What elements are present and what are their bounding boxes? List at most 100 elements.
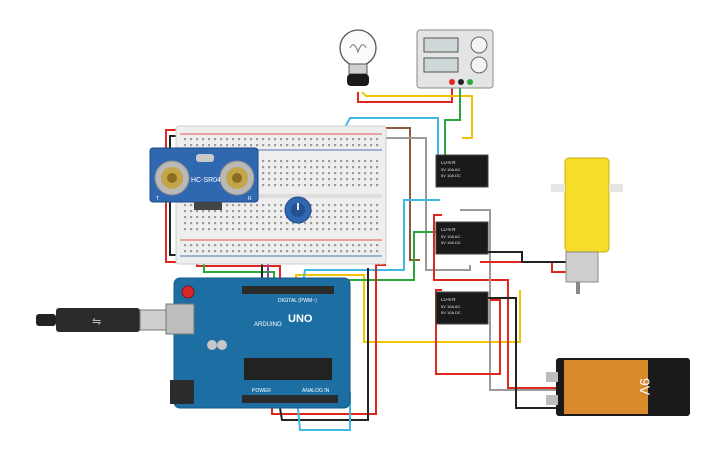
breadboard-hole[interactable]: [286, 250, 289, 253]
breadboard-hole[interactable]: [232, 204, 235, 207]
breadboard-hole[interactable]: [346, 222, 349, 225]
breadboard-hole[interactable]: [190, 222, 193, 225]
breadboard-hole[interactable]: [310, 144, 313, 147]
breadboard-hole[interactable]: [274, 144, 277, 147]
breadboard-hole[interactable]: [358, 138, 361, 141]
breadboard-hole[interactable]: [220, 144, 223, 147]
breadboard-hole[interactable]: [376, 204, 379, 207]
breadboard-hole[interactable]: [376, 172, 379, 175]
breadboard-hole[interactable]: [292, 172, 295, 175]
breadboard-hole[interactable]: [196, 244, 199, 247]
breadboard-hole[interactable]: [196, 228, 199, 231]
breadboard-hole[interactable]: [184, 244, 187, 247]
breadboard-hole[interactable]: [346, 250, 349, 253]
breadboard-hole[interactable]: [370, 178, 373, 181]
breadboard-hole[interactable]: [364, 228, 367, 231]
breadboard-hole[interactable]: [256, 244, 259, 247]
breadboard-hole[interactable]: [370, 172, 373, 175]
breadboard-hole[interactable]: [298, 172, 301, 175]
breadboard-hole[interactable]: [214, 210, 217, 213]
breadboard-hole[interactable]: [334, 138, 337, 141]
breadboard-hole[interactable]: [238, 204, 241, 207]
breadboard-hole[interactable]: [256, 228, 259, 231]
breadboard-hole[interactable]: [190, 228, 193, 231]
breadboard-hole[interactable]: [286, 138, 289, 141]
usb-cable-icon[interactable]: ⇋: [36, 308, 181, 332]
breadboard-hole[interactable]: [292, 166, 295, 169]
breadboard-hole[interactable]: [274, 138, 277, 141]
breadboard-hole[interactable]: [238, 244, 241, 247]
breadboard-hole[interactable]: [208, 144, 211, 147]
breadboard-hole[interactable]: [250, 216, 253, 219]
breadboard-hole[interactable]: [226, 144, 229, 147]
breadboard-hole[interactable]: [262, 250, 265, 253]
breadboard-hole[interactable]: [256, 222, 259, 225]
breadboard-hole[interactable]: [310, 166, 313, 169]
breadboard-hole[interactable]: [346, 160, 349, 163]
breadboard-hole[interactable]: [358, 160, 361, 163]
breadboard-hole[interactable]: [226, 228, 229, 231]
breadboard-hole[interactable]: [184, 228, 187, 231]
power-supply-icon[interactable]: [416, 29, 494, 89]
breadboard-hole[interactable]: [316, 222, 319, 225]
breadboard-hole[interactable]: [262, 178, 265, 181]
breadboard-hole[interactable]: [376, 228, 379, 231]
breadboard-hole[interactable]: [328, 216, 331, 219]
breadboard-hole[interactable]: [280, 178, 283, 181]
breadboard-hole[interactable]: [214, 138, 217, 141]
breadboard-hole[interactable]: [346, 204, 349, 207]
breadboard-hole[interactable]: [346, 172, 349, 175]
breadboard-hole[interactable]: [352, 178, 355, 181]
breadboard-hole[interactable]: [358, 228, 361, 231]
breadboard-hole[interactable]: [232, 210, 235, 213]
breadboard-hole[interactable]: [196, 250, 199, 253]
breadboard-hole[interactable]: [232, 138, 235, 141]
breadboard-hole[interactable]: [370, 210, 373, 213]
breadboard-hole[interactable]: [274, 204, 277, 207]
breadboard-hole[interactable]: [280, 172, 283, 175]
breadboard-hole[interactable]: [250, 144, 253, 147]
breadboard-hole[interactable]: [262, 222, 265, 225]
breadboard-hole[interactable]: [340, 172, 343, 175]
breadboard-hole[interactable]: [190, 216, 193, 219]
breadboard-hole[interactable]: [304, 250, 307, 253]
breadboard-hole[interactable]: [304, 228, 307, 231]
breadboard-hole[interactable]: [370, 160, 373, 163]
breadboard-hole[interactable]: [334, 222, 337, 225]
breadboard-hole[interactable]: [298, 144, 301, 147]
breadboard-hole[interactable]: [238, 144, 241, 147]
breadboard-hole[interactable]: [358, 216, 361, 219]
breadboard-hole[interactable]: [328, 144, 331, 147]
breadboard-hole[interactable]: [310, 244, 313, 247]
breadboard-hole[interactable]: [298, 166, 301, 169]
breadboard-hole[interactable]: [370, 184, 373, 187]
breadboard-hole[interactable]: [286, 178, 289, 181]
breadboard-hole[interactable]: [226, 222, 229, 225]
breadboard-hole[interactable]: [280, 244, 283, 247]
breadboard-hole[interactable]: [250, 244, 253, 247]
breadboard-hole[interactable]: [220, 216, 223, 219]
potentiometer-icon[interactable]: [284, 196, 312, 224]
breadboard-hole[interactable]: [190, 204, 193, 207]
breadboard-hole[interactable]: [214, 222, 217, 225]
breadboard-hole[interactable]: [298, 244, 301, 247]
breadboard-hole[interactable]: [286, 172, 289, 175]
breadboard-hole[interactable]: [220, 138, 223, 141]
arduino-uno[interactable]: ARDUINO UNO DIGITAL (PWM~) POWER ANALOG …: [165, 277, 351, 409]
breadboard-hole[interactable]: [274, 210, 277, 213]
breadboard-hole[interactable]: [196, 144, 199, 147]
breadboard-hole[interactable]: [328, 250, 331, 253]
breadboard-hole[interactable]: [238, 138, 241, 141]
breadboard-hole[interactable]: [286, 166, 289, 169]
breadboard-hole[interactable]: [310, 160, 313, 163]
breadboard-hole[interactable]: [376, 216, 379, 219]
breadboard-hole[interactable]: [280, 222, 283, 225]
breadboard-hole[interactable]: [292, 138, 295, 141]
breadboard-hole[interactable]: [268, 228, 271, 231]
breadboard-hole[interactable]: [346, 144, 349, 147]
relay-1[interactable]: LU-5-R 5V 10A AC 5V 10A DC: [435, 154, 489, 188]
breadboard-hole[interactable]: [226, 250, 229, 253]
breadboard-hole[interactable]: [184, 222, 187, 225]
breadboard-hole[interactable]: [268, 222, 271, 225]
breadboard-hole[interactable]: [298, 228, 301, 231]
